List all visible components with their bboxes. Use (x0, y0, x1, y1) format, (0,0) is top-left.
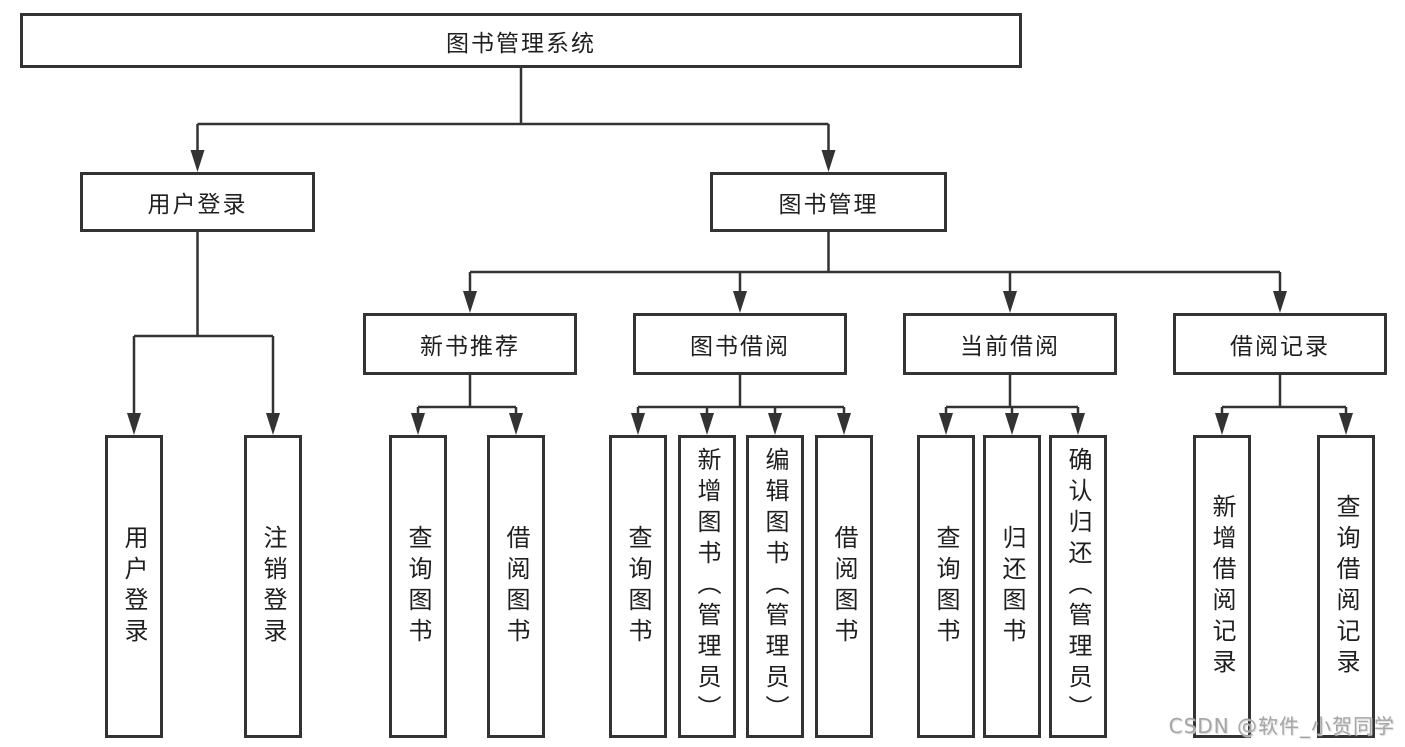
node-user-login: 用户登录 (80, 172, 315, 232)
node-book-management: 图书管理 (710, 172, 947, 232)
leaf-logout: 注销登录 (244, 435, 302, 738)
leaf-query-books-borrow: 查询图书 (609, 435, 667, 738)
leaf-query-borrow-record: 查询借阅记录 (1317, 435, 1375, 738)
leaf-add-borrow-record: 新增借阅记录 (1193, 435, 1251, 738)
node-current-borrow: 当前借阅 (903, 313, 1117, 375)
leaf-query-books-recommend: 查询图书 (389, 435, 447, 738)
node-book-borrow: 图书借阅 (633, 313, 847, 375)
csdn-watermark: CSDN @软件_小贺同学 (1168, 714, 1395, 738)
leaf-confirm-return-admin: 确认归还（管理员） (1049, 435, 1107, 738)
leaf-edit-books-admin: 编辑图书（管理员） (746, 435, 804, 738)
leaf-user-login: 用户登录 (105, 435, 163, 738)
leaf-query-books-current: 查询图书 (917, 435, 975, 738)
node-root-system: 图书管理系统 (20, 13, 1022, 68)
node-borrow-record: 借阅记录 (1173, 313, 1387, 375)
node-new-book-recommend: 新书推荐 (363, 313, 577, 375)
leaf-return-books: 归还图书 (983, 435, 1041, 738)
leaf-add-books-admin: 新增图书（管理员） (678, 435, 736, 738)
arrowheads (127, 150, 1353, 435)
leaf-borrow-books: 借阅图书 (815, 435, 873, 738)
leaf-borrow-books-recommend: 借阅图书 (487, 435, 545, 738)
